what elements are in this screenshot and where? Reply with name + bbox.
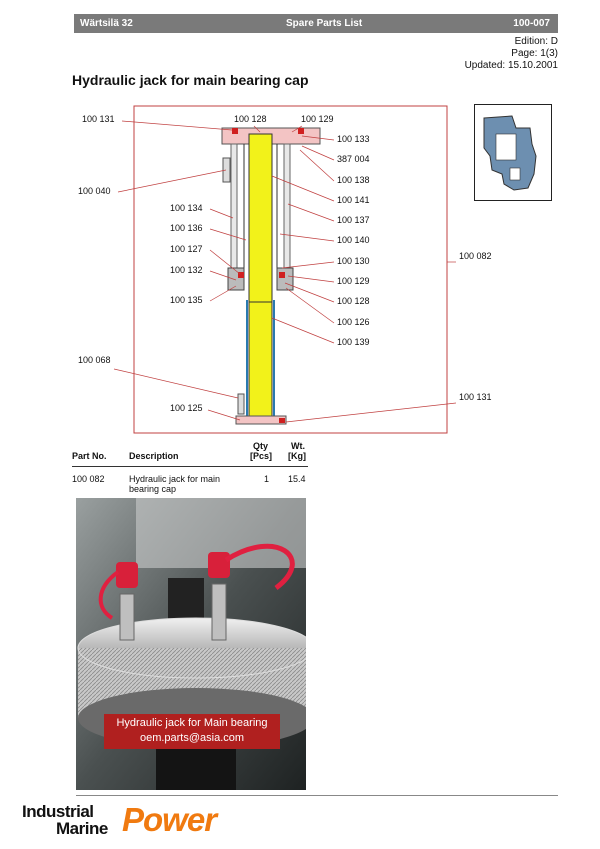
header-bar: Wärtsilä 32 Spare Parts List 100-007 [74, 14, 558, 33]
logo-text-marine: Marine [56, 819, 108, 838]
engine-name: Wärtsilä 32 [80, 18, 133, 29]
table-divider [72, 466, 308, 467]
logo-text-industrial: Industrial [22, 802, 94, 821]
parts-table-header: Part No. Description Qty [Pcs] Wt. [Kg] [72, 441, 322, 463]
col-qty: Qty [253, 441, 269, 451]
label-100126: 100 126 [337, 317, 370, 327]
label-100125: 100 125 [170, 403, 203, 413]
col-weight: Wt. [291, 441, 305, 451]
piston-rod-lower [248, 301, 273, 421]
updated-date: Updated: 15.10.2001 [464, 60, 558, 71]
table-row: 100 082 Hydraulic jack for main bearing … [72, 474, 322, 498]
section-title: Spare Parts List [286, 18, 363, 29]
label-100082: 100 082 [459, 251, 492, 261]
label-100129: 100 129 [301, 114, 334, 124]
label-100136: 100 136 [170, 223, 203, 233]
label-100131-lower: 100 131 [459, 392, 492, 402]
col-description: Description [129, 451, 179, 461]
label-100133: 100 133 [337, 134, 370, 144]
seal-marker [279, 272, 285, 278]
lower-housing-right [276, 267, 294, 291]
drawing-frame [133, 105, 448, 434]
edition: Edition: D [514, 36, 558, 47]
label-100135: 100 135 [170, 295, 203, 305]
label-100139: 100 139 [337, 337, 370, 347]
label-100131: 100 131 [82, 114, 115, 124]
col-weight-unit: [Kg] [288, 451, 306, 461]
cylinder-wall-left [230, 143, 238, 277]
footer-divider [76, 795, 558, 796]
industrial-marine-power-logo: Industrial Marine Power [22, 801, 232, 841]
col-qty-unit: [Pcs] [250, 451, 273, 461]
label-100128-lower: 100 128 [337, 296, 370, 306]
label-100137: 100 137 [337, 215, 370, 225]
row-description: Hydraulic jack for main [129, 474, 221, 484]
seal-marker [238, 272, 244, 278]
seal-marker [232, 128, 238, 134]
label-100129-lower: 100 129 [337, 276, 370, 286]
col-part-no: Part No. [72, 451, 107, 461]
label-100138: 100 138 [337, 175, 370, 185]
gauge [222, 157, 231, 183]
row-weight: 15.4 [288, 474, 306, 484]
label-100141: 100 141 [337, 195, 370, 205]
photo-caption: Hydraulic jack for Main bearing oem.part… [104, 714, 280, 749]
row-part-no: 100 082 [72, 474, 105, 484]
label-387004: 387 004 [337, 154, 370, 164]
label-100127: 100 127 [170, 244, 203, 254]
leader-lines [113, 120, 457, 423]
row-qty: 1 [264, 474, 270, 484]
label-100040: 100 040 [78, 186, 111, 196]
logo-text-power: Power [122, 801, 217, 838]
cylinder-wall-right [283, 143, 291, 277]
seal-marker [279, 418, 285, 423]
label-100130: 100 130 [337, 256, 370, 266]
base-plate [235, 415, 287, 425]
caption-title: Hydraulic jack for Main bearing [116, 717, 268, 729]
doc-number: 100-007 [513, 18, 550, 29]
label-100068: 100 068 [78, 355, 111, 365]
label-100128: 100 128 [234, 114, 267, 124]
piston-rod-upper [248, 133, 273, 303]
label-100134: 100 134 [170, 203, 203, 213]
bottom-gauge [237, 393, 245, 415]
caption-email: oem.parts@asia.com [139, 732, 245, 744]
row-description-cont: bearing cap [129, 484, 177, 494]
engine-thumbnail [474, 104, 552, 201]
page-title: Hydraulic jack for main bearing cap [72, 72, 309, 88]
label-100140: 100 140 [337, 235, 370, 245]
page-number: Page: 1(3) [511, 48, 558, 59]
lower-housing-left [227, 267, 245, 291]
label-100132: 100 132 [170, 265, 203, 275]
seal-marker [298, 128, 304, 134]
jack-drawing [113, 105, 457, 434]
